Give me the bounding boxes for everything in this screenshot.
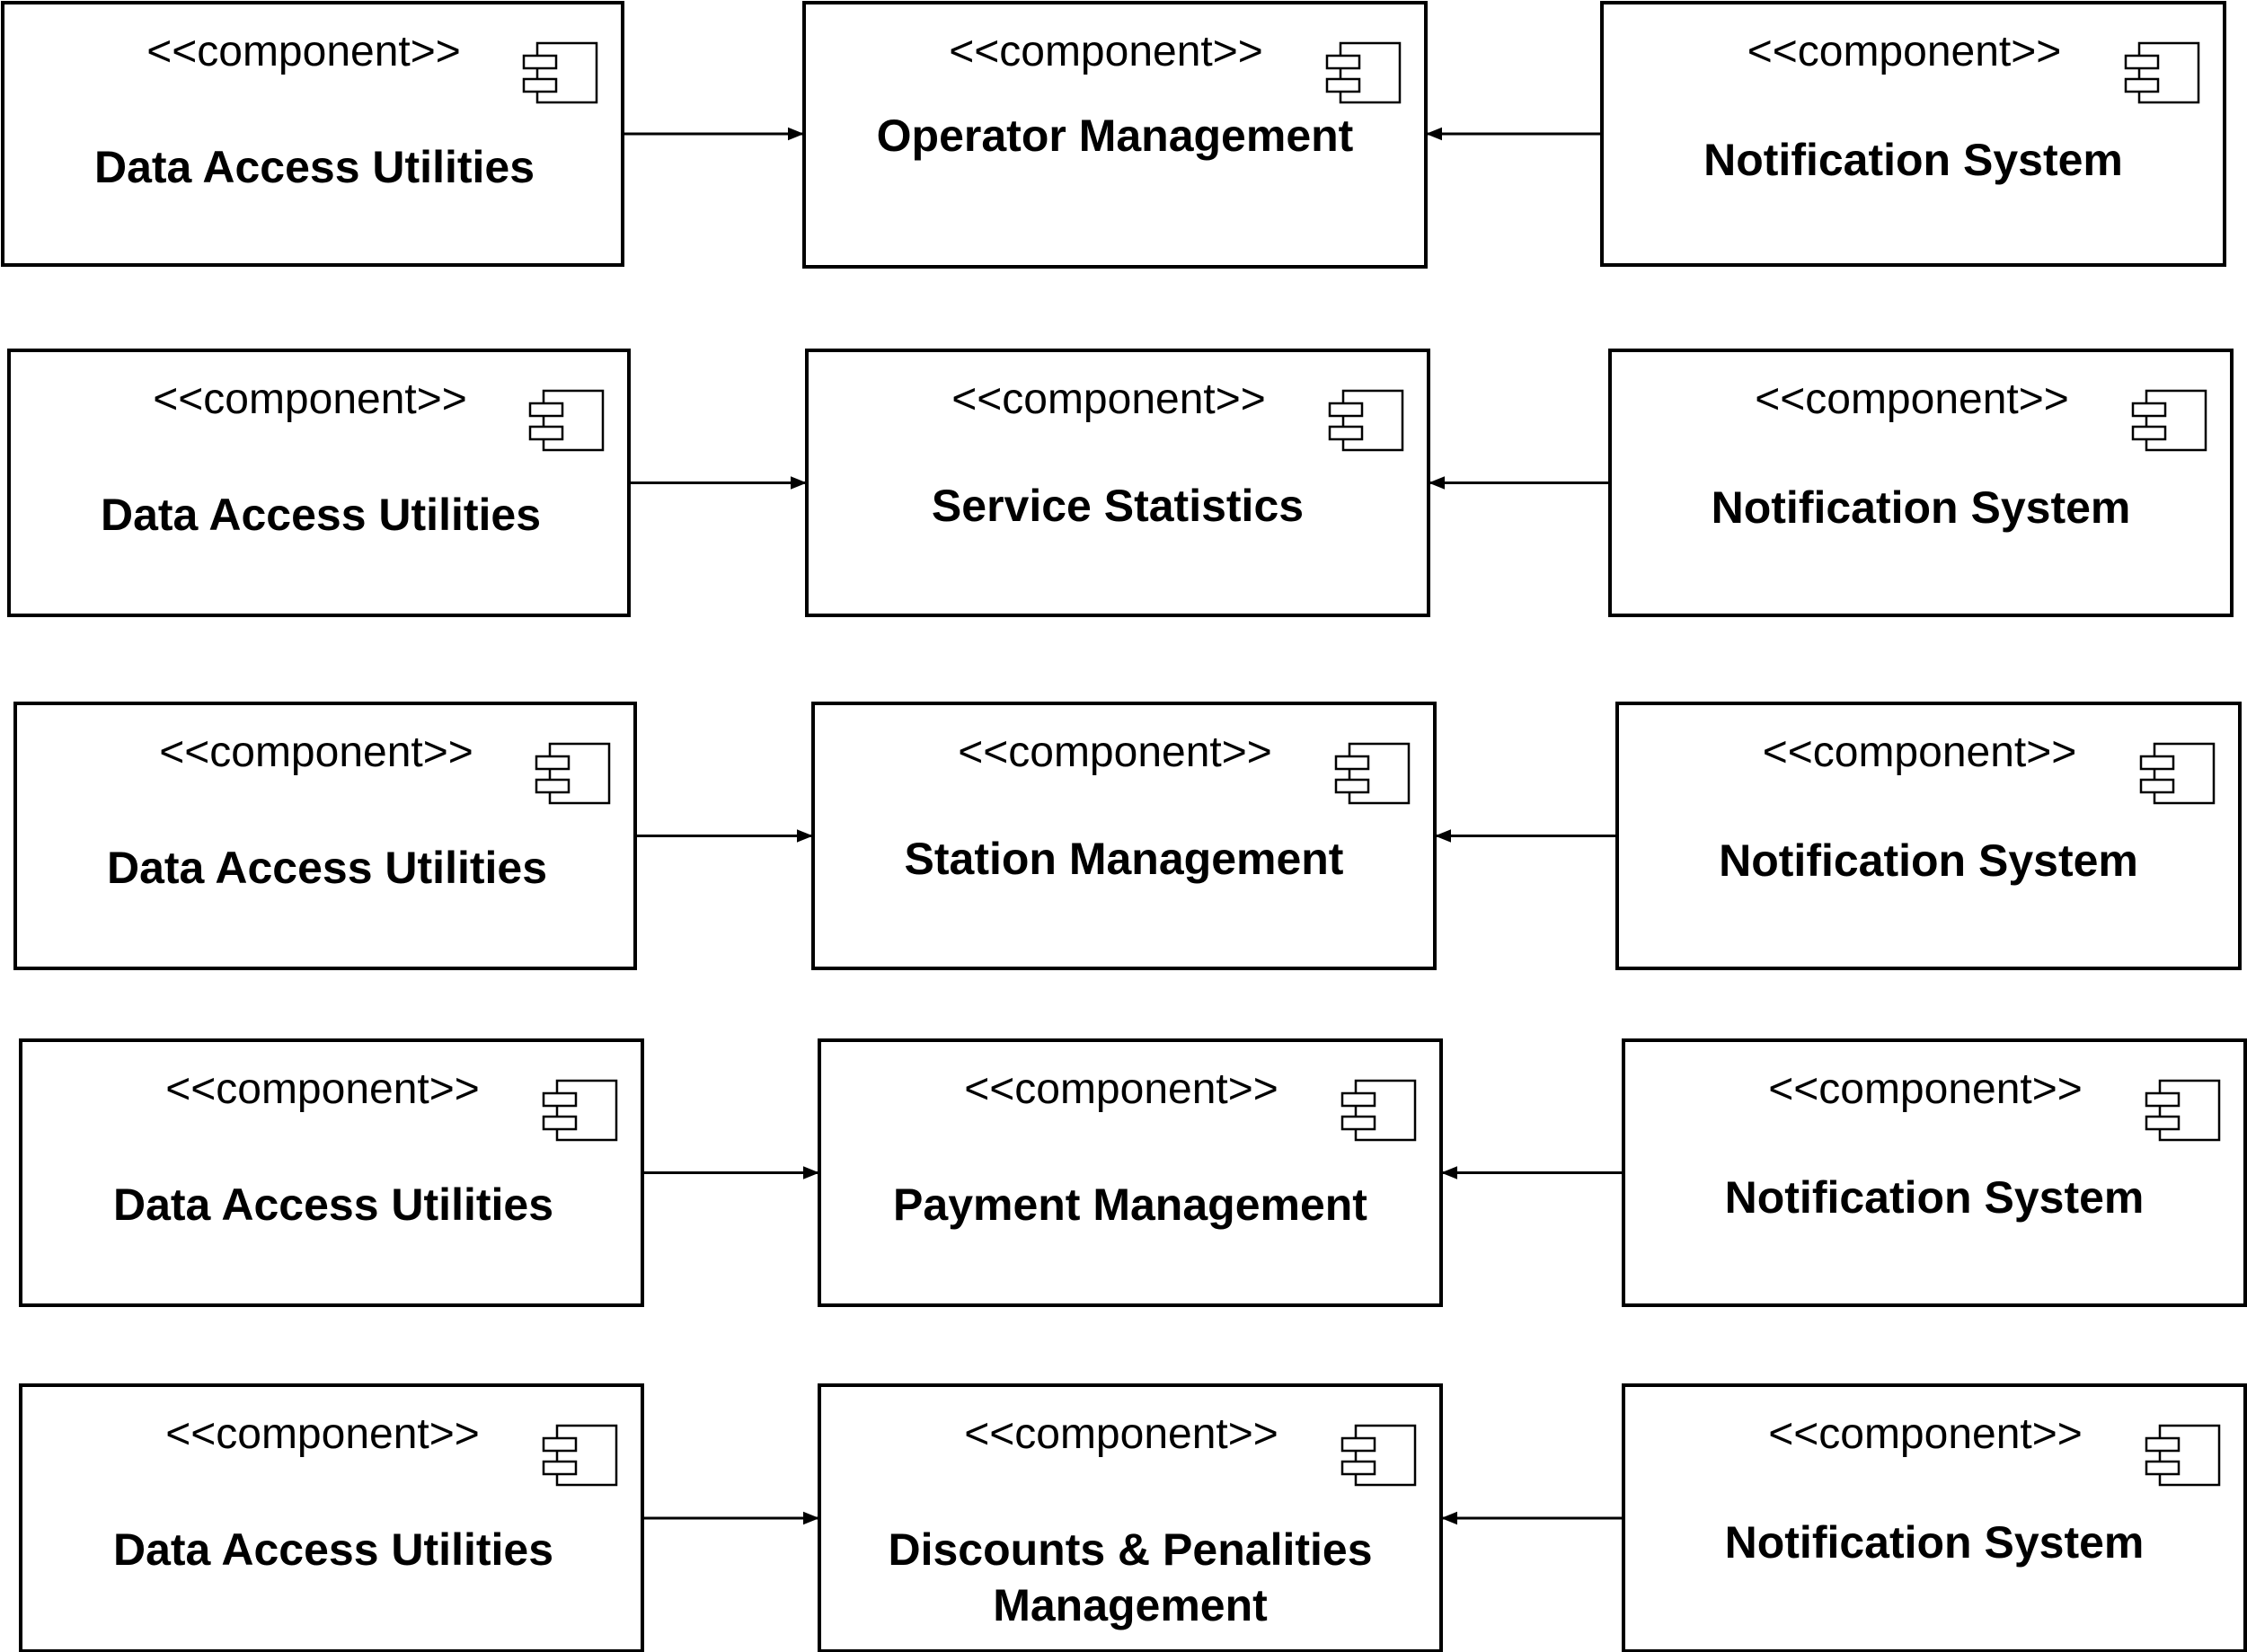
component-box-right-4[interactable]: <<component>> Notification System	[1622, 1038, 2247, 1307]
component-box-left-5[interactable]: <<component>> Data Access Utilities	[19, 1383, 644, 1652]
stereotype-label: <<component>>	[1747, 28, 2062, 75]
stereotype-label: <<component>>	[159, 729, 473, 776]
stereotype-label: <<component>>	[964, 1410, 1278, 1458]
component-name: Data Access Utilities	[101, 490, 541, 540]
component-box-right-5[interactable]: <<component>> Notification System	[1622, 1383, 2247, 1652]
component-name: Data Access Utilities	[94, 142, 535, 192]
uml-component-icon	[1334, 742, 1411, 805]
component-name: Payment Management	[893, 1179, 1367, 1230]
uml-component-icon	[2145, 1079, 2221, 1142]
uml-component-icon	[1328, 389, 1404, 452]
uml-component-icon	[2145, 1424, 2221, 1487]
component-name: Data Access Utilities	[113, 1179, 553, 1230]
stereotype-label: <<component>>	[951, 375, 1266, 423]
uml-component-icon	[1340, 1424, 1417, 1487]
uml-component-icon	[1340, 1079, 1417, 1142]
component-box-center-2[interactable]: <<component>> Service Statistics	[805, 349, 1430, 617]
stereotype-label: <<component>>	[958, 729, 1272, 776]
component-name: Station Management	[905, 834, 1344, 884]
component-box-center-3[interactable]: <<component>> Station Management	[811, 702, 1437, 970]
component-box-left-2[interactable]: <<component>> Data Access Utilities	[7, 349, 631, 617]
component-name: Notification System	[1725, 1172, 2145, 1223]
stereotype-label: <<component>>	[1768, 1410, 2083, 1458]
stereotype-label: <<component>>	[165, 1065, 480, 1113]
stereotype-label: <<component>>	[153, 375, 467, 423]
component-name: Data Access Utilities	[107, 843, 547, 893]
uml-component-icon	[2131, 389, 2207, 452]
stereotype-label: <<component>>	[1768, 1065, 2083, 1113]
component-box-left-1[interactable]: <<component>> Data Access Utilities	[1, 1, 624, 267]
component-name: Notification System	[1712, 482, 2131, 533]
uml-component-icon	[1325, 41, 1402, 104]
uml-component-icon	[535, 742, 611, 805]
uml-component-icon	[528, 389, 605, 452]
uml-component-icon	[542, 1424, 618, 1487]
component-name: Notification System	[1725, 1517, 2145, 1568]
uml-component-icon	[522, 41, 598, 104]
component-name: Service Statistics	[932, 481, 1304, 531]
component-name: Operator Management	[877, 110, 1354, 161]
component-box-right-2[interactable]: <<component>> Notification System	[1608, 349, 2234, 617]
component-box-center-5[interactable]: <<component>> Discounts & PenalitiesManag…	[818, 1383, 1443, 1652]
uml-component-icon	[2124, 41, 2200, 104]
component-box-right-1[interactable]: <<component>> Notification System	[1600, 1, 2226, 267]
component-name: Data Access Utilities	[113, 1524, 553, 1575]
component-name: Management	[993, 1580, 1268, 1630]
stereotype-label: <<component>>	[1763, 729, 2077, 776]
component-box-center-4[interactable]: <<component>> Payment Management	[818, 1038, 1443, 1307]
component-box-center-1[interactable]: <<component>> Operator Management	[802, 1, 1428, 269]
stereotype-label: <<component>>	[949, 28, 1263, 75]
component-box-left-4[interactable]: <<component>> Data Access Utilities	[19, 1038, 644, 1307]
stereotype-label: <<component>>	[165, 1410, 480, 1458]
component-name: Notification System	[1719, 835, 2138, 886]
component-name: Notification System	[1703, 135, 2123, 185]
component-name: Discounts & Penalities	[888, 1524, 1372, 1575]
stereotype-label: <<component>>	[1755, 375, 2069, 423]
stereotype-label: <<component>>	[146, 28, 461, 75]
component-box-left-3[interactable]: <<component>> Data Access Utilities	[13, 702, 637, 970]
uml-component-icon	[542, 1079, 618, 1142]
component-box-right-3[interactable]: <<component>> Notification System	[1615, 702, 2242, 970]
stereotype-label: <<component>>	[964, 1065, 1278, 1113]
uml-component-icon	[2139, 742, 2216, 805]
